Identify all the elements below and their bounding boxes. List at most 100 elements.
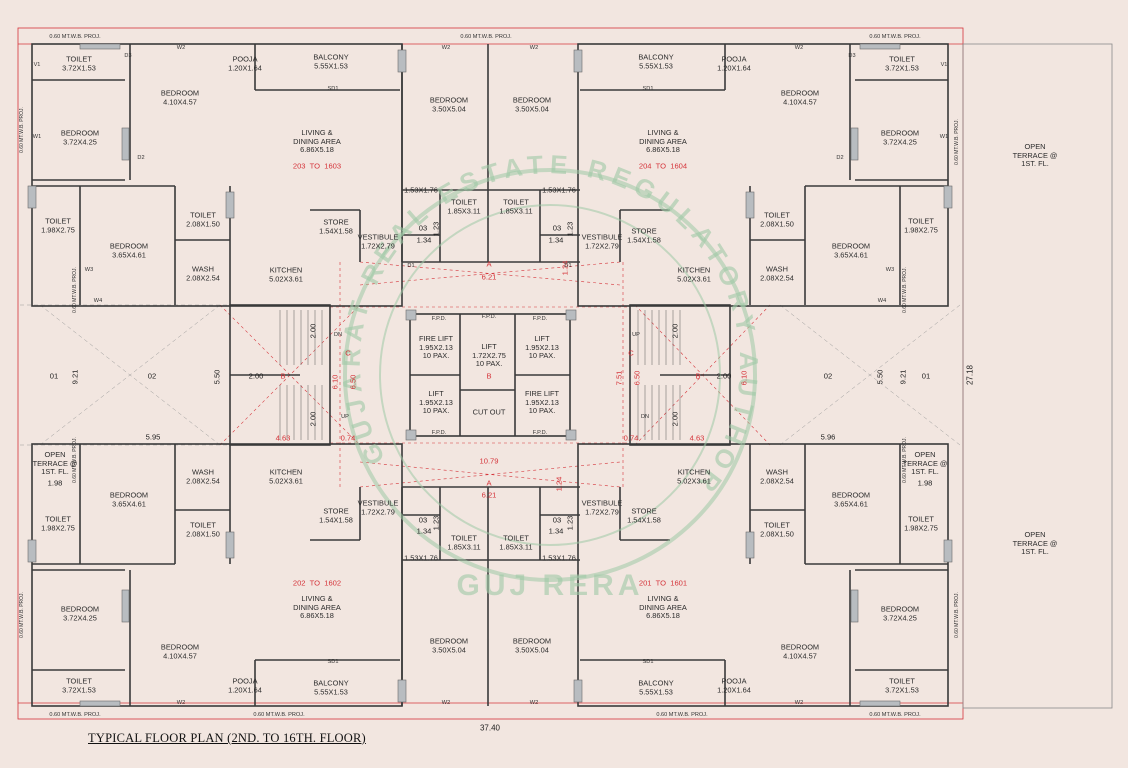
store-label: STORE 1.54X1.58 xyxy=(319,506,353,524)
dimension-label: 5.50 xyxy=(212,369,222,385)
projection-note: 0.60 MT.W.B. PROJ. xyxy=(869,711,921,718)
dimension-label: 01 xyxy=(921,371,931,381)
dimension-label: 2.00 xyxy=(308,411,318,427)
door-code: SD1 xyxy=(642,85,654,92)
dimension-label: 2.00 xyxy=(670,323,680,339)
kitchen-label: KITCHEN 5.02X3.61 xyxy=(677,467,711,485)
kitchen-label: KITCHEN 5.02X3.61 xyxy=(269,265,303,283)
dimension-label: 03 xyxy=(552,223,562,233)
window-code: W3 xyxy=(84,266,94,273)
dimension-label: 1.34 xyxy=(548,526,564,536)
dimension-label: 1.34 xyxy=(548,235,564,245)
window-code: W2 xyxy=(794,699,804,706)
open-terrace-label: OPEN TERRACE @ 1ST. FL. xyxy=(902,450,948,477)
dimension-label: 1.23 xyxy=(565,515,575,531)
wash-label: WASH 2.08X2.54 xyxy=(186,264,220,282)
dimension-label: 4.63 xyxy=(275,433,291,443)
toilet-label: TOILET 2.08X1.50 xyxy=(760,210,794,228)
open-terrace-label: OPEN TERRACE @ 1ST. FL. xyxy=(1012,530,1058,557)
terrace-outline xyxy=(962,43,1113,709)
door-code: D1 xyxy=(407,262,415,269)
fire-lift-label: FIRE LIFT 1.95X2.13 10 PAX. xyxy=(418,334,454,361)
toilet-label: TOILET 2.08X1.50 xyxy=(186,520,220,538)
bedroom-label: BEDROOM 3.65X4.61 xyxy=(109,241,149,259)
dimension-label: 7.51 xyxy=(614,370,624,386)
toilet-label: TOILET 1.85X3.11 xyxy=(447,197,481,215)
wash-label: WASH 2.08X2.54 xyxy=(760,467,794,485)
overall-width: 37.40 xyxy=(479,723,501,733)
stair-direction: UP xyxy=(341,413,349,420)
window-code: W2 xyxy=(176,699,186,706)
pooja-label: POOJA 1.20X1.64 xyxy=(717,54,751,72)
bedroom-label: BEDROOM 4.10X4.57 xyxy=(160,642,200,660)
toilet-label: TOILET 1.85X3.11 xyxy=(499,533,533,551)
projection-note: 0.60 MT.W.B. PROJ. xyxy=(902,267,909,313)
dimension-label: 9.21 xyxy=(898,369,908,385)
toilet-label: TOILET 1.85X3.11 xyxy=(447,533,481,551)
stair-treads xyxy=(279,310,681,440)
door-code: D2 xyxy=(836,154,844,161)
projection-note: 0.60 MT.W.B. PROJ. xyxy=(19,592,26,638)
door-code: SD1 xyxy=(327,85,339,92)
dimension-label: 6.10 xyxy=(739,370,749,386)
lift-label: LIFT 1.95X2.13 10 PAX. xyxy=(525,334,559,361)
projection-note: 0.60 MT.W.B. PROJ. xyxy=(49,33,101,40)
window-code: W2 xyxy=(529,44,539,51)
fpd-label: F.P.D. xyxy=(431,429,447,436)
wash-label: WASH 2.08X2.54 xyxy=(760,264,794,282)
dimension-label: 5.96 xyxy=(820,432,836,442)
dimension-label: 6.50 xyxy=(632,370,642,386)
grid-marker: B xyxy=(280,371,286,381)
projection-note: 0.60 MT.W.B. PROJ. xyxy=(869,33,921,40)
kitchen-label: KITCHEN 5.02X3.61 xyxy=(269,467,303,485)
pooja-label: POOJA 1.20X1.64 xyxy=(228,54,262,72)
door-code: D3 xyxy=(848,52,856,59)
fpd-label: F.P.D. xyxy=(431,315,447,322)
service-dashed xyxy=(20,304,961,446)
window-code: W2 xyxy=(176,44,186,51)
bedroom-label: BEDROOM 3.65X4.61 xyxy=(109,490,149,508)
window-code: W3 xyxy=(885,266,895,273)
toilet-label: TOILET 3.72X1.53 xyxy=(62,676,96,694)
dimension-label: 03 xyxy=(418,515,428,525)
dimension-label: 1.24 xyxy=(554,476,564,492)
store-label: STORE 1.54X1.58 xyxy=(627,506,661,524)
window-code: W2 xyxy=(529,699,539,706)
rera-seal-watermark xyxy=(343,168,757,582)
vestibule-label: VESTIBULE 1.72X2.79 xyxy=(357,498,399,516)
wash-label: WASH 2.08X2.54 xyxy=(186,467,220,485)
bedroom-label: BEDROOM 3.72X4.25 xyxy=(60,604,100,622)
projection-note: 0.60 MT.W.B. PROJ. xyxy=(72,267,79,313)
toilet-label: TOILET 1.98X2.75 xyxy=(904,514,938,532)
dimension-label: 1.98 xyxy=(47,478,63,488)
toilet-label: TOILET 3.72X1.53 xyxy=(62,54,96,72)
projection-note: 0.60 MT.W.B. PROJ. xyxy=(460,33,512,40)
dimension-label: 5.95 xyxy=(145,432,161,442)
bedroom-label: BEDROOM 3.65X4.61 xyxy=(831,241,871,259)
drawing-title: TYPICAL FLOOR PLAN (2ND. TO 16TH. FLOOR) xyxy=(88,731,366,745)
door-code: D2 xyxy=(137,154,145,161)
window-code: W2 xyxy=(794,44,804,51)
dimension-label: 02 xyxy=(147,371,157,381)
living-dining-label: LIVING & DINING AREA 6.86X5.18 xyxy=(639,128,687,155)
balcony-label: BALCONY 5.55X1.53 xyxy=(313,52,349,70)
dimension-label: 02 xyxy=(823,371,833,381)
pooja-label: POOJA 1.20X1.64 xyxy=(717,676,751,694)
dimension-label: 9.21 xyxy=(70,369,80,385)
bedroom-label: BEDROOM 3.50X5.04 xyxy=(512,636,552,654)
door-code: SD1 xyxy=(642,658,654,665)
grid-marker: B xyxy=(486,371,492,381)
fpd-label: F.P.D. xyxy=(532,429,548,436)
living-dining-label: LIVING & DINING AREA 6.86X5.18 xyxy=(293,594,341,621)
walls xyxy=(31,43,949,707)
dimension-label: 01 xyxy=(49,371,59,381)
stair-direction: DN xyxy=(333,331,343,338)
dimension-label: 1.23 xyxy=(431,515,441,531)
bedroom-label: BEDROOM 3.72X4.25 xyxy=(880,604,920,622)
projection-note: 0.60 MT.W.B. PROJ. xyxy=(902,437,909,483)
bedroom-label: BEDROOM 3.50X5.04 xyxy=(512,95,552,113)
projection-note: 0.60 MT.W.B. PROJ. xyxy=(954,119,961,165)
toilet-label: TOILET 1.98X2.75 xyxy=(41,514,75,532)
bedroom-label: BEDROOM 3.65X4.61 xyxy=(831,490,871,508)
dimension-label: 6.10 xyxy=(330,374,340,390)
